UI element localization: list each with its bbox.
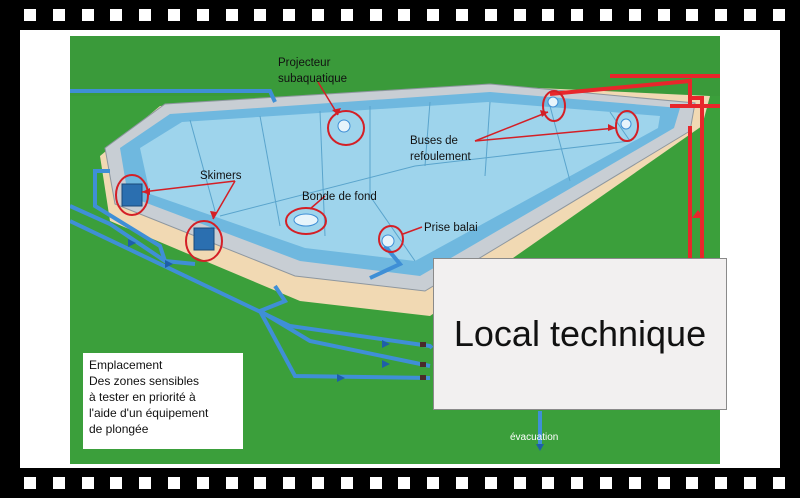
legend-line-2: Des zones sensibles <box>89 374 200 388</box>
label-prise-balai: Prise balai <box>424 222 478 234</box>
film-hole <box>571 477 584 489</box>
red-pipe-arrow <box>692 210 704 218</box>
film-hole <box>283 477 296 489</box>
film-hole <box>744 9 756 21</box>
highlight-bonde <box>285 207 327 235</box>
film-hole <box>168 477 180 489</box>
film-border-right <box>780 30 800 468</box>
film-hole <box>657 477 670 489</box>
film-hole <box>168 9 180 21</box>
film-hole <box>340 9 353 21</box>
film-hole <box>772 9 785 21</box>
film-hole <box>542 9 555 21</box>
film-hole <box>110 477 123 489</box>
pointer-arrows <box>141 81 617 235</box>
grass-top <box>70 36 720 96</box>
film-hole <box>571 9 584 21</box>
label-evacuation: évacuation <box>510 432 558 443</box>
film-hole <box>600 9 612 21</box>
pool-fixtures <box>121 96 632 251</box>
film-hole <box>254 9 267 21</box>
highlight-buse-1 <box>542 90 566 122</box>
film-hole <box>225 477 238 489</box>
film-hole <box>52 9 65 21</box>
film-hole <box>456 9 468 21</box>
local-technique-label: Local technique <box>453 313 707 354</box>
film-hole <box>24 477 36 489</box>
legend-line-3: à tester en priorité à <box>89 390 196 404</box>
film-hole <box>427 477 440 489</box>
highlight-projecteur <box>327 110 365 146</box>
film-hole <box>340 477 353 489</box>
legend-box: Emplacement Des zones sensibles à tester… <box>83 353 243 449</box>
film-strip-bottom <box>0 468 800 498</box>
film-strip-top <box>0 0 800 30</box>
film-hole <box>110 9 123 21</box>
legend-line-5: de plongée <box>89 422 149 436</box>
pool-water <box>140 102 660 261</box>
highlight-skimer-2 <box>185 220 223 262</box>
film-hole <box>283 9 296 21</box>
film-hole <box>628 477 641 489</box>
film-hole <box>312 477 324 489</box>
film-hole <box>52 477 65 489</box>
film-hole <box>369 9 382 21</box>
film-border-left <box>0 30 20 468</box>
local-technique-box: Local technique <box>433 258 727 410</box>
film-hole <box>369 477 382 489</box>
film-hole <box>456 477 468 489</box>
film-hole <box>542 477 555 489</box>
flow-arrows <box>128 239 544 451</box>
film-hole <box>744 477 756 489</box>
highlight-buse-2 <box>615 110 639 142</box>
film-hole <box>715 9 728 21</box>
label-buses-2: refoulement <box>410 151 472 163</box>
film-hole <box>398 9 411 21</box>
label-bonde: Bonde de fond <box>302 191 377 203</box>
highlight-prise-balai <box>378 225 404 253</box>
legend-line-4: l'aide d'un équipement <box>89 406 209 420</box>
film-hole <box>196 477 209 489</box>
film-hole <box>513 477 526 489</box>
legend-line-1: Emplacement <box>89 358 163 372</box>
film-hole <box>254 477 267 489</box>
film-hole <box>686 477 699 489</box>
film-hole <box>600 477 612 489</box>
film-hole <box>398 477 411 489</box>
label-projecteur-2: subaquatique <box>278 73 347 85</box>
film-hole <box>715 477 728 489</box>
film-hole <box>139 9 152 21</box>
film-hole <box>628 9 641 21</box>
pointer-arrowheads <box>142 108 616 219</box>
highlight-skimer-1 <box>115 174 149 216</box>
highlight-circles <box>115 90 639 262</box>
film-hole <box>657 9 670 21</box>
film-hole <box>427 9 440 21</box>
pipe-ends <box>420 342 426 380</box>
label-projecteur-1: Projecteur <box>278 57 331 69</box>
film-hole <box>484 9 497 21</box>
film-hole <box>24 9 36 21</box>
film-hole <box>225 9 238 21</box>
label-skimers: Skimers <box>200 170 242 182</box>
blue-pipes <box>70 89 542 446</box>
film-hole <box>513 9 526 21</box>
film-hole <box>81 477 94 489</box>
pool-diagram: Projecteur subaquatique Buses de refoule… <box>70 36 720 464</box>
film-hole <box>139 477 152 489</box>
film-hole <box>196 9 209 21</box>
film-hole <box>686 9 699 21</box>
film-hole <box>312 9 324 21</box>
film-hole <box>772 477 785 489</box>
film-hole <box>81 9 94 21</box>
red-pipes <box>549 74 720 266</box>
label-buses-1: Buses de <box>410 135 458 147</box>
film-hole <box>484 477 497 489</box>
